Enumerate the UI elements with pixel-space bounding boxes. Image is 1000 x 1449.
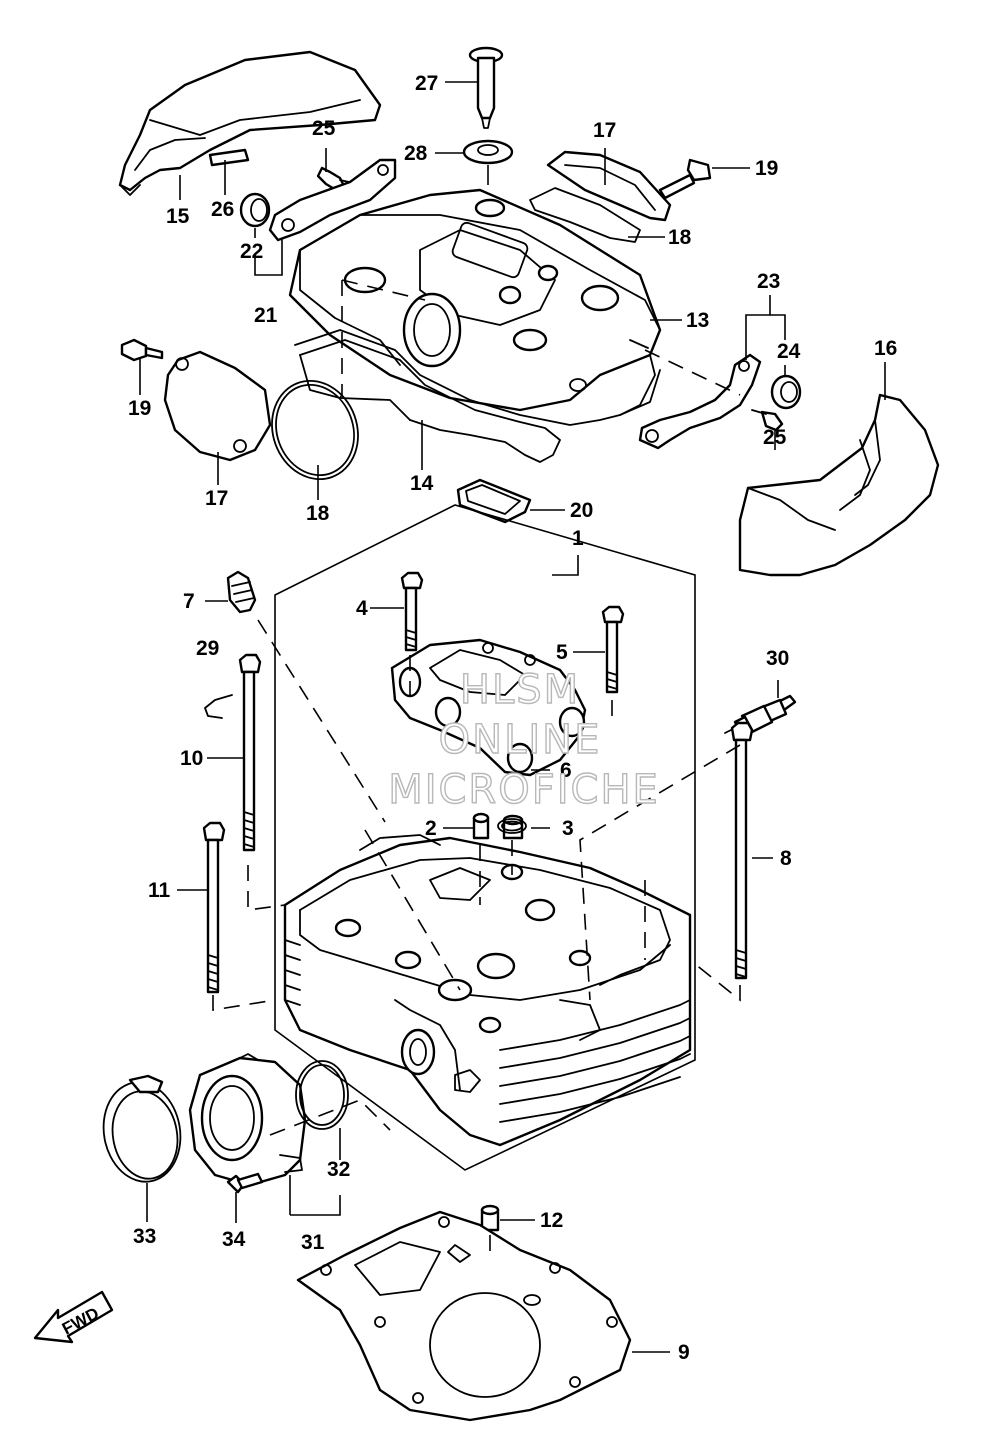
callout-3: 3	[562, 817, 574, 840]
part-1-frame	[274, 504, 696, 1171]
part-33-clamp	[102, 1074, 182, 1183]
part-17-side-cover-left	[163, 350, 272, 462]
part-18-oring-left	[271, 379, 359, 481]
watermark: HLSM ONLINE MICROFICHE	[387, 666, 660, 813]
part-22-damper	[239, 192, 271, 228]
camshaft-holder	[390, 638, 587, 777]
callout-10: 10	[180, 747, 203, 770]
part-5-bolt	[601, 605, 625, 694]
part-18-oring-right	[529, 187, 641, 243]
callout-14: 14	[410, 472, 434, 495]
callout-29: 29	[196, 637, 219, 660]
callout-19-right: 19	[755, 157, 778, 180]
part-20-small-gasket	[456, 478, 532, 524]
part-29-clip	[204, 694, 233, 719]
fwd-direction-arrow: FWD	[33, 1290, 114, 1344]
callout-12: 12	[540, 1209, 563, 1232]
part-9-head-gasket	[296, 1210, 632, 1422]
part-19-bolt-left	[120, 338, 164, 362]
part-17-cover-plate-right	[546, 150, 672, 222]
callout-20: 20	[570, 499, 593, 522]
callout-23: 23	[757, 270, 780, 293]
callout-9: 9	[678, 1341, 690, 1364]
callout-18-right: 18	[668, 226, 692, 249]
part-11-long-bolt	[202, 821, 226, 994]
callout-33: 33	[133, 1225, 156, 1248]
callout-4: 4	[356, 597, 368, 620]
callout-labels: 27 28 25 15 26 22 21 17 19 18 13 23 24 2…	[128, 72, 897, 1364]
part-24-damper	[770, 374, 802, 410]
part-15-cover	[118, 50, 382, 196]
callout-34: 34	[222, 1228, 246, 1251]
part-16-cover-right	[738, 393, 940, 577]
leader-lines	[139, 81, 886, 1353]
callout-2: 2	[425, 817, 437, 840]
part-4-bolt	[400, 571, 424, 652]
callout-16: 16	[874, 337, 897, 360]
part-13-head-cover	[288, 188, 662, 412]
part-32-oring	[295, 1060, 349, 1130]
callout-6: 6	[560, 759, 572, 782]
callout-22: 22	[240, 240, 263, 263]
callout-24: 24	[777, 340, 801, 363]
callout-13: 13	[686, 309, 709, 332]
part-10-long-bolt	[238, 653, 262, 852]
part-7-plug	[226, 570, 257, 614]
part-8-long-bolt	[730, 721, 754, 980]
callout-11: 11	[148, 879, 171, 902]
part-26-rubber	[208, 148, 250, 167]
callout-7: 7	[183, 590, 195, 613]
callout-25-right: 25	[763, 426, 787, 449]
part-23-bracket-right	[638, 353, 762, 450]
cylinder-head-body	[283, 834, 692, 1147]
callout-15: 15	[166, 205, 190, 228]
callout-26: 26	[211, 198, 234, 221]
part-3-oring	[497, 818, 527, 834]
part-21-bracket-left	[268, 158, 397, 242]
part-19-bolt-right	[658, 158, 712, 200]
part-25-bolt-right	[751, 409, 784, 432]
callout-17-left: 17	[205, 487, 228, 510]
callout-27: 27	[415, 72, 438, 95]
watermark-line-2: ONLINE	[439, 717, 602, 763]
callout-32: 32	[327, 1158, 350, 1181]
callout-21: 21	[254, 304, 278, 327]
callout-25-left: 25	[312, 117, 336, 140]
callout-31: 31	[301, 1231, 325, 1254]
part-28-washer	[462, 139, 514, 165]
part-2-dowel	[472, 812, 490, 840]
part-31-intake-pipe	[188, 1053, 307, 1187]
part-27-bolt	[468, 46, 504, 129]
part-12-dowel	[480, 1204, 500, 1232]
callout-17-top: 17	[593, 119, 616, 142]
callout-8: 8	[780, 847, 792, 870]
watermark-line-3: MICROFICHE	[388, 767, 660, 813]
part-34-screw	[226, 1172, 264, 1194]
callout-5: 5	[556, 641, 568, 664]
callout-19-left: 19	[128, 397, 151, 420]
watermark-line-1: HLSM	[460, 667, 580, 713]
callout-18-left: 18	[306, 502, 330, 525]
callout-28: 28	[404, 142, 428, 165]
callout-1: 1	[572, 527, 584, 550]
callout-30: 30	[766, 647, 789, 670]
